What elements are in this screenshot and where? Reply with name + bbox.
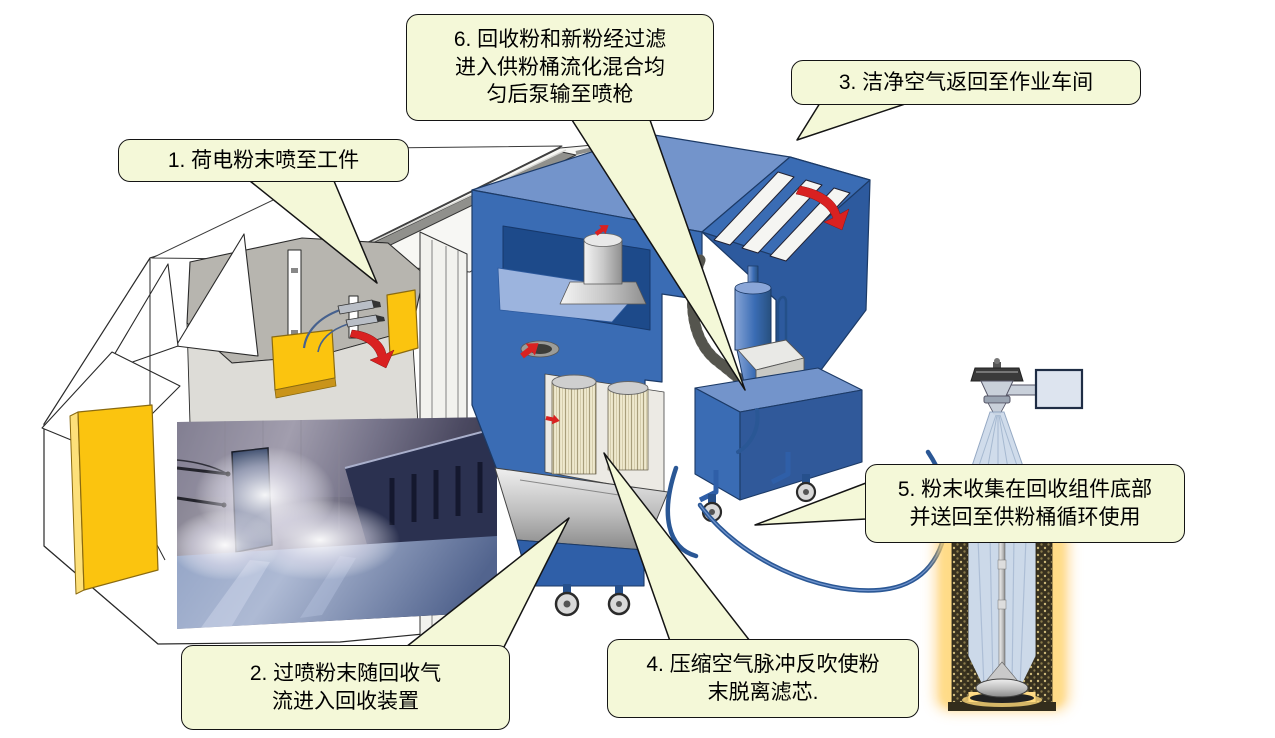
callout-step-6-text-line2: 进入供粉桶流化混合均 bbox=[455, 55, 665, 79]
cartridge-media-wall-left bbox=[951, 531, 969, 709]
callout-step-6-text-line3: 匀后泵输至喷枪 bbox=[486, 83, 634, 107]
gun-control-box bbox=[1034, 368, 1084, 410]
callout-step-2-text-line1: 2. 过喷粉末随回收气 bbox=[249, 661, 442, 685]
callout-step-5-text-line1: 5. 粉末收集在回收组件底部 bbox=[897, 477, 1153, 501]
filter-cartridge-cross-section bbox=[934, 526, 1070, 712]
workpiece-panel-yellow-middle bbox=[271, 329, 337, 399]
callout-step-3: 3. 洁净空气返回至作业车间 bbox=[791, 60, 1141, 105]
callout-step-2: 2. 过喷粉末随回收气 流进入回收装置 bbox=[181, 645, 510, 730]
workpiece-panel-yellow-large bbox=[69, 404, 159, 595]
blower-cylinder bbox=[559, 233, 647, 305]
airflow-red-arrow-booth bbox=[349, 329, 395, 369]
callout-step-6: 6. 回收粉和新粉经过滤 进入供粉桶流化混合均 匀后泵输至喷枪 bbox=[406, 14, 714, 121]
callout-step-2-text-line2: 流进入回收装置 bbox=[272, 689, 419, 713]
callout-step-5-text-line2: 并送回至供粉桶循环使用 bbox=[909, 505, 1141, 529]
workpiece-hanger bbox=[287, 249, 359, 349]
clean-air-red-arrow bbox=[795, 185, 850, 231]
workpiece-panel-yellow-right bbox=[386, 289, 419, 357]
powder-supply-cart bbox=[694, 339, 863, 523]
booth-front-panel-2 bbox=[103, 263, 179, 373]
booth-spray-guns bbox=[302, 299, 385, 353]
filter-cartridges-cutaway bbox=[544, 373, 665, 495]
photo-inset bbox=[177, 417, 497, 629]
callout-step-4: 4. 压缩空气脉冲反吹使粉 末脱离滤芯. bbox=[607, 639, 919, 718]
booth-front-panel bbox=[175, 233, 259, 357]
callout-step-1-text: 1. 荷电粉末喷至工件 bbox=[167, 148, 360, 172]
caster-wheel bbox=[554, 584, 631, 617]
callout-step-6-text-line1: 6. 回收粉和新粉经过滤 bbox=[453, 27, 667, 51]
callout-step-5: 5. 粉末收集在回收组件底部 并送回至供粉桶循环使用 bbox=[865, 464, 1185, 543]
callout-step-3-text: 3. 洁净空气返回至作业车间 bbox=[838, 70, 1094, 94]
leader-line-3 bbox=[796, 102, 909, 141]
callout-step-4-text-line1: 4. 压缩空气脉冲反吹使粉 bbox=[646, 652, 880, 676]
cartridge-bottom-cap bbox=[975, 678, 1029, 698]
callout-step-1: 1. 荷电粉末喷至工件 bbox=[118, 139, 409, 182]
callout-step-4-text-line2: 末脱离滤芯. bbox=[707, 680, 819, 704]
cartridge-media-wall-right bbox=[1035, 531, 1053, 709]
